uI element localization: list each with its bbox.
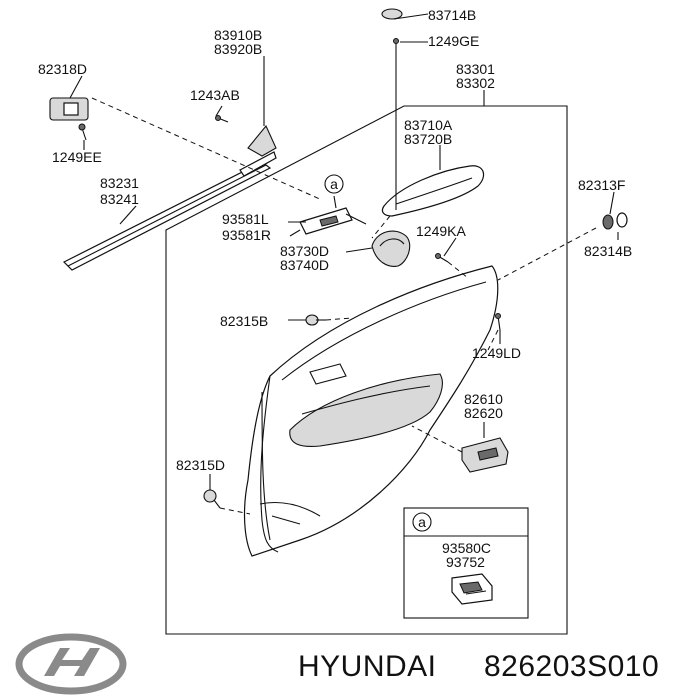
assembly-dashed-lines (91, 97, 597, 515)
label-83920B: 83920B (214, 41, 262, 57)
main-callout-circle (324, 174, 344, 194)
plug-83714B (381, 8, 403, 20)
inset-box (403, 507, 529, 619)
label-83730D: 83730D (280, 243, 329, 259)
label-82313F: 82313F (578, 177, 625, 193)
screw-1249EE (78, 123, 87, 141)
label-82314B: 82314B (584, 243, 632, 259)
label-82315D: 82315D (176, 457, 225, 473)
label-83720B: 83720B (404, 131, 452, 147)
footer-part-number: 826203S010 (484, 650, 659, 683)
label-1249KA: 1249KA (416, 223, 466, 239)
weatherstrip-part (62, 151, 277, 271)
inset-callout-circle (412, 512, 432, 532)
screw-1243AB (215, 115, 229, 123)
armrest-part (381, 165, 485, 217)
ring-82314B (616, 212, 628, 228)
label-83710A: 83710A (404, 117, 453, 133)
label-82610: 82610 (464, 391, 503, 407)
panel-assembly-frame (165, 105, 568, 635)
footer-brand: HYUNDAI (298, 650, 437, 683)
label-83301: 83301 (456, 61, 495, 77)
label-93752: 93752 (446, 554, 485, 570)
label-82620: 82620 (464, 405, 503, 421)
label-83714B: 83714B (428, 7, 476, 23)
screw-1249KA (435, 253, 449, 263)
delta-cover-part (247, 124, 277, 157)
label-93581R: 93581R (222, 227, 271, 243)
label-83740D: 83740D (280, 257, 329, 273)
leader-lines (69, 13, 619, 490)
label-82315B: 82315B (220, 313, 268, 329)
label-82318D: 82318D (38, 61, 87, 77)
label-83910B: 83910B (214, 27, 262, 43)
label-93581L: 93581L (222, 211, 269, 227)
inside-handle-part (371, 230, 411, 267)
window-switch-part (451, 573, 493, 605)
switch-bezel-part (299, 207, 367, 235)
clip-82315D (203, 489, 221, 509)
clip-82313F (602, 214, 614, 230)
label-1243AB: 1243AB (190, 87, 240, 103)
handle-82620-part (461, 437, 509, 473)
hyundai-logo-icon (15, 633, 127, 695)
bracket-82318D (49, 97, 89, 121)
main-callout-letter: a (330, 176, 338, 192)
label-1249EE: 1249EE (52, 149, 102, 165)
label-93580C: 93580C (442, 540, 491, 556)
screw-1249LD (495, 313, 501, 331)
label-83302: 83302 (456, 75, 495, 91)
door-trim-panel (243, 265, 499, 557)
label-83231: 83231 (100, 175, 139, 191)
label-1249LD: 1249LD (472, 345, 521, 361)
clip-82315B (305, 314, 326, 326)
label-1249GE: 1249GE (428, 33, 479, 49)
inset-callout-letter: a (418, 514, 426, 530)
label-83241: 83241 (100, 191, 139, 207)
screw-1249GE (393, 38, 399, 56)
